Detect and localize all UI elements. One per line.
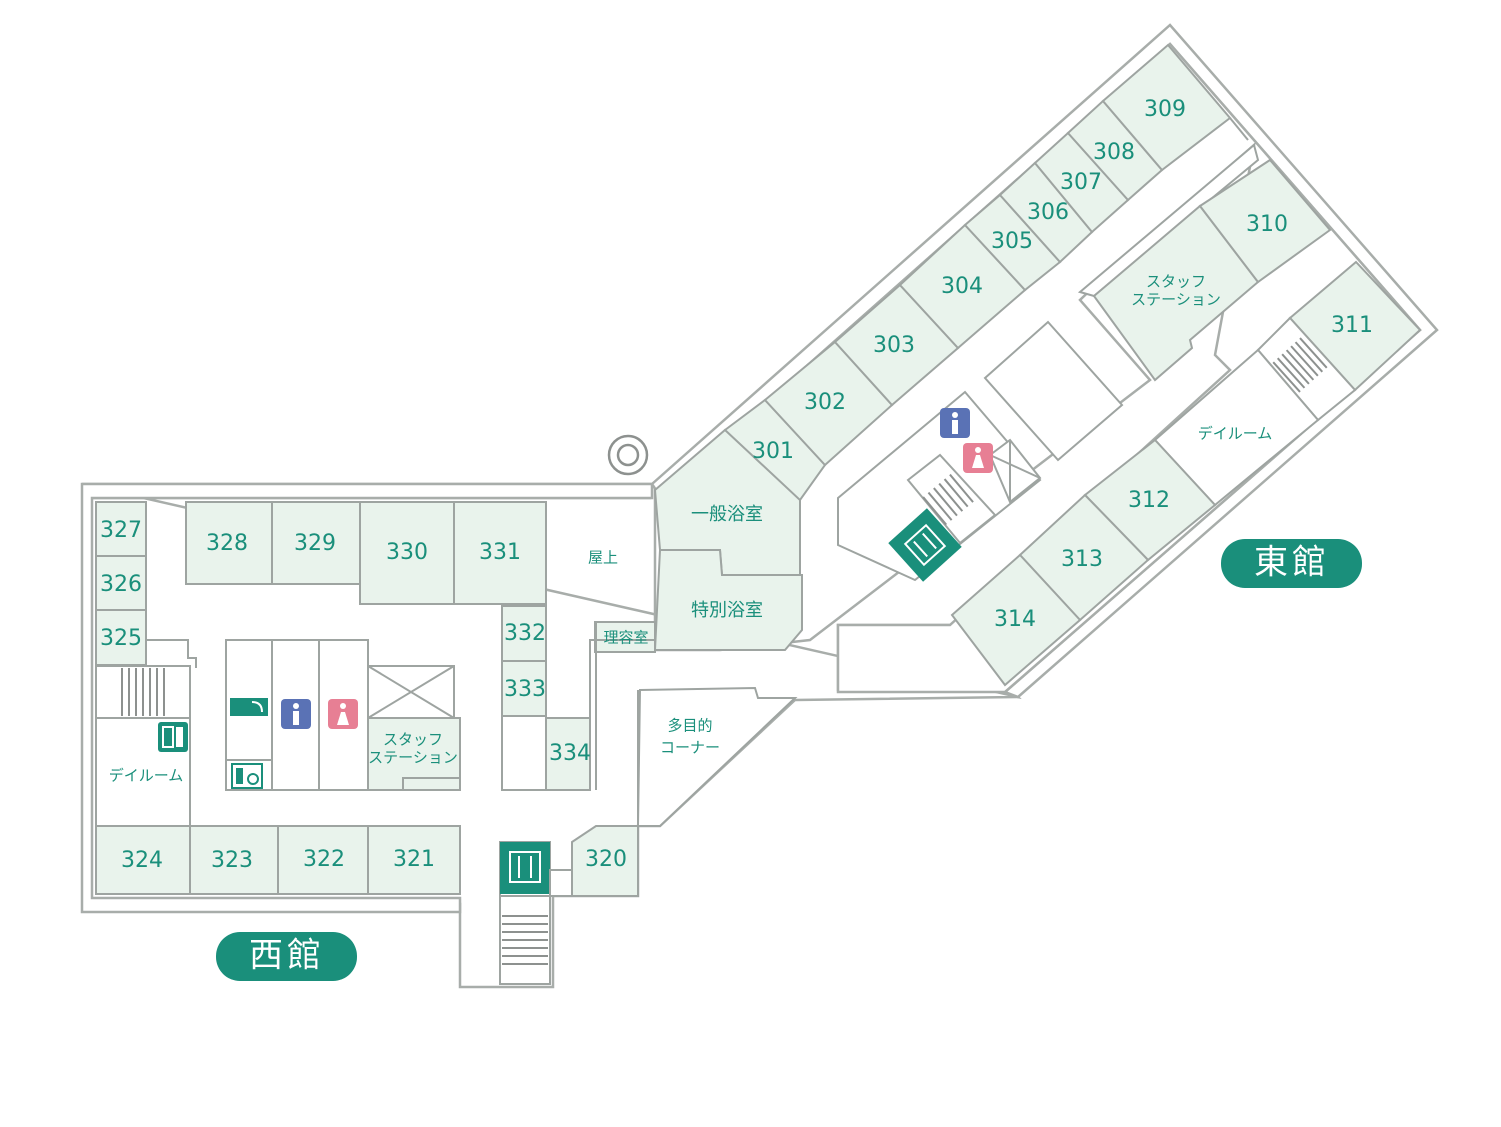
east-corridor-divider [1077, 143, 1260, 298]
accessible-toilet-icon [231, 763, 263, 789]
room-329 [271, 501, 361, 585]
west-wall-lines [145, 502, 197, 668]
label-321: 321 [393, 847, 435, 872]
label-rooftop: 屋上 [588, 549, 618, 567]
elevator-west[interactable] [500, 842, 550, 894]
room-330 [359, 501, 455, 605]
stairs-east-core-icon [922, 473, 974, 526]
label-329: 329 [294, 531, 336, 556]
west-rooms [95, 501, 639, 897]
label-barber: 理容室 [603, 629, 648, 647]
label-324: 324 [121, 848, 163, 873]
label-multipurpose-2: コーナー [660, 739, 720, 757]
east-building-label: 東館 [1254, 543, 1330, 583]
room-324 [95, 825, 191, 895]
stairs-west-icon [121, 668, 165, 716]
label-staff-east-1: スタッフ [1146, 273, 1206, 291]
stairs-east-icon [1272, 337, 1328, 393]
label-multipurpose-1: 多目的 [667, 717, 712, 735]
label-330: 330 [386, 540, 428, 565]
label-305: 305 [991, 229, 1033, 254]
womens-toilet-icon-east [963, 443, 993, 473]
east-inner-wall [1229, 117, 1249, 141]
label-308: 308 [1093, 140, 1135, 165]
label-special-bath: 特別浴室 [691, 600, 763, 621]
vending-icon [158, 722, 188, 752]
room-labels: 301 302 303 304 305 306 307 308 309 310 … [100, 97, 1373, 873]
label-325: 325 [100, 626, 142, 651]
label-332: 332 [504, 621, 546, 646]
room-322 [277, 825, 369, 895]
label-326: 326 [100, 572, 142, 597]
label-327: 327 [100, 518, 142, 543]
room-332 [501, 605, 547, 662]
label-dayroom-east: デイルーム [1198, 425, 1273, 443]
mens-toilet-icon-west [281, 699, 311, 729]
room-331 [453, 501, 547, 605]
label-320: 320 [585, 847, 627, 872]
multipurpose-corner [636, 686, 798, 827]
label-306: 306 [1027, 200, 1069, 225]
shaft-x-2 [367, 665, 455, 719]
room-333 [501, 660, 547, 717]
room-321 [367, 825, 461, 895]
label-314: 314 [994, 607, 1036, 632]
label-311: 311 [1331, 313, 1373, 338]
west-wall-334 [501, 639, 655, 791]
label-staff-west-2: ステーション [368, 749, 458, 767]
label-313: 313 [1061, 547, 1103, 572]
label-307: 307 [1060, 170, 1102, 195]
mens-toilet-icon-east [940, 408, 970, 438]
label-323: 323 [211, 848, 253, 873]
label-302: 302 [804, 390, 846, 415]
room-314 [950, 553, 1082, 687]
barber [594, 621, 656, 653]
label-staff-west-1: スタッフ [383, 731, 443, 749]
label-334: 334 [549, 741, 591, 766]
stairs-west-south-icon [502, 915, 548, 965]
east-rooms-north [723, 43, 1232, 502]
womens-toilet-icon-west [328, 699, 358, 729]
west-elevator-side [549, 869, 573, 897]
room-328 [185, 501, 273, 585]
label-322: 322 [303, 847, 345, 872]
west-building-badge: 西館 [216, 932, 357, 981]
chimney-icon [607, 434, 649, 476]
label-304: 304 [941, 274, 983, 299]
label-331: 331 [479, 540, 521, 565]
area-labels: 一般浴室 特別浴室 屋上 理容室 多目的 コーナー デイルーム デイルーム スタ… [109, 273, 1273, 785]
courtyard-void [983, 320, 1124, 462]
label-309: 309 [1144, 97, 1186, 122]
elevator-east[interactable] [888, 508, 962, 582]
label-333: 333 [504, 677, 546, 702]
shower-icon [230, 698, 268, 716]
label-303: 303 [873, 333, 915, 358]
west-outer [80, 482, 654, 914]
label-301: 301 [752, 439, 794, 464]
shaft-cross-1 [989, 454, 1041, 479]
label-310: 310 [1246, 212, 1288, 237]
label-328: 328 [206, 531, 248, 556]
west-building-label: 西館 [249, 936, 325, 976]
special-bath [653, 549, 803, 651]
east-building-badge: 東館 [1221, 539, 1362, 588]
label-dayroom-west: デイルーム [109, 767, 184, 785]
label-staff-east-2: ステーション [1131, 291, 1221, 309]
room-310 [1198, 158, 1332, 284]
staff-station-west-fill [367, 717, 461, 791]
label-312: 312 [1128, 488, 1170, 513]
label-general-bath: 一般浴室 [691, 504, 763, 525]
